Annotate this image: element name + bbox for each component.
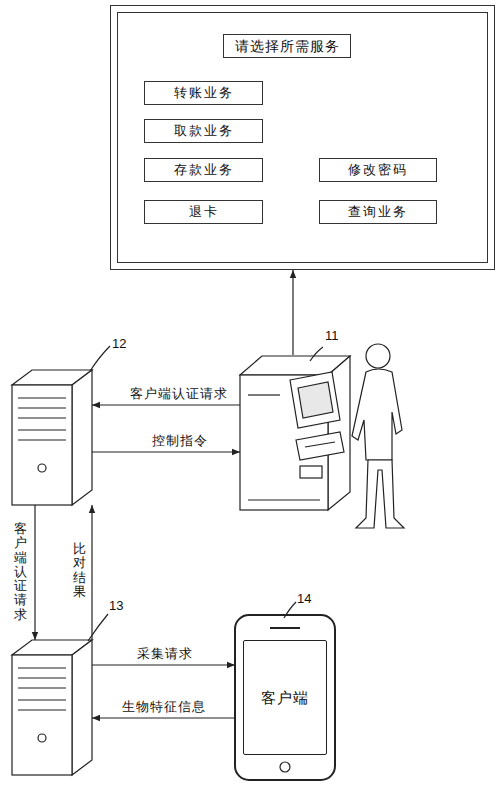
edge-label: 客户端认证请求: [14, 520, 27, 624]
box-label: 存款业务: [174, 162, 234, 178]
atm-node: 11: [240, 355, 352, 510]
edge-label: 控制指令: [150, 432, 210, 450]
phone-node: 14客户端: [235, 615, 335, 780]
box-label: 查询业务: [348, 204, 408, 220]
flow-arrow: [91, 505, 92, 640]
flow-arrow: [92, 404, 240, 405]
box-label: 客户端: [261, 689, 309, 707]
box-label: 请选择所需服务: [235, 38, 340, 55]
menu-button: 查询业务: [319, 200, 437, 224]
callout-number: 12: [112, 336, 126, 352]
box-label: 修改密码: [348, 162, 408, 178]
menu-button: 退卡: [144, 200, 263, 224]
server-illustration: [12, 640, 92, 775]
atm-illustration: [240, 356, 350, 510]
person-illustration: [352, 344, 404, 528]
menu-button: 转账业务: [144, 81, 263, 105]
box-label: 退卡: [189, 204, 219, 220]
flow-arrow: [92, 451, 240, 452]
flow-arrow: [34, 505, 35, 640]
screen-panel: 请选择所需服务转账业务取款业务存款业务 修改密码退卡 查询业务: [110, 5, 495, 270]
server-node: 13: [12, 640, 92, 775]
phone-illustration: [235, 615, 335, 780]
menu-button: 存款业务: [144, 158, 263, 182]
flow-arrow: [92, 664, 235, 665]
client-screen: 客户端: [243, 640, 327, 755]
edge-label: 生物特征信息: [120, 698, 208, 716]
flow-arrow: [92, 717, 235, 718]
callout-number: 11: [325, 328, 339, 344]
flow-arrow: [292, 270, 293, 355]
menu-button: 取款业务: [144, 119, 263, 143]
box-label: 转账业务: [174, 85, 234, 101]
edge-label: 客户端认证请求: [128, 385, 230, 403]
leader-lines: [88, 346, 323, 641]
menu-button: 修改密码: [319, 158, 437, 182]
callout-number: 14: [297, 591, 311, 607]
menu-title: 请选择所需服务: [223, 34, 351, 58]
edge-label: 比对结果: [73, 540, 86, 601]
server-node: 12: [12, 370, 92, 505]
server-illustration: [12, 370, 92, 505]
callout-number: 13: [109, 598, 123, 614]
box-label: 取款业务: [174, 123, 234, 139]
edge-label: 采集请求: [135, 645, 195, 663]
